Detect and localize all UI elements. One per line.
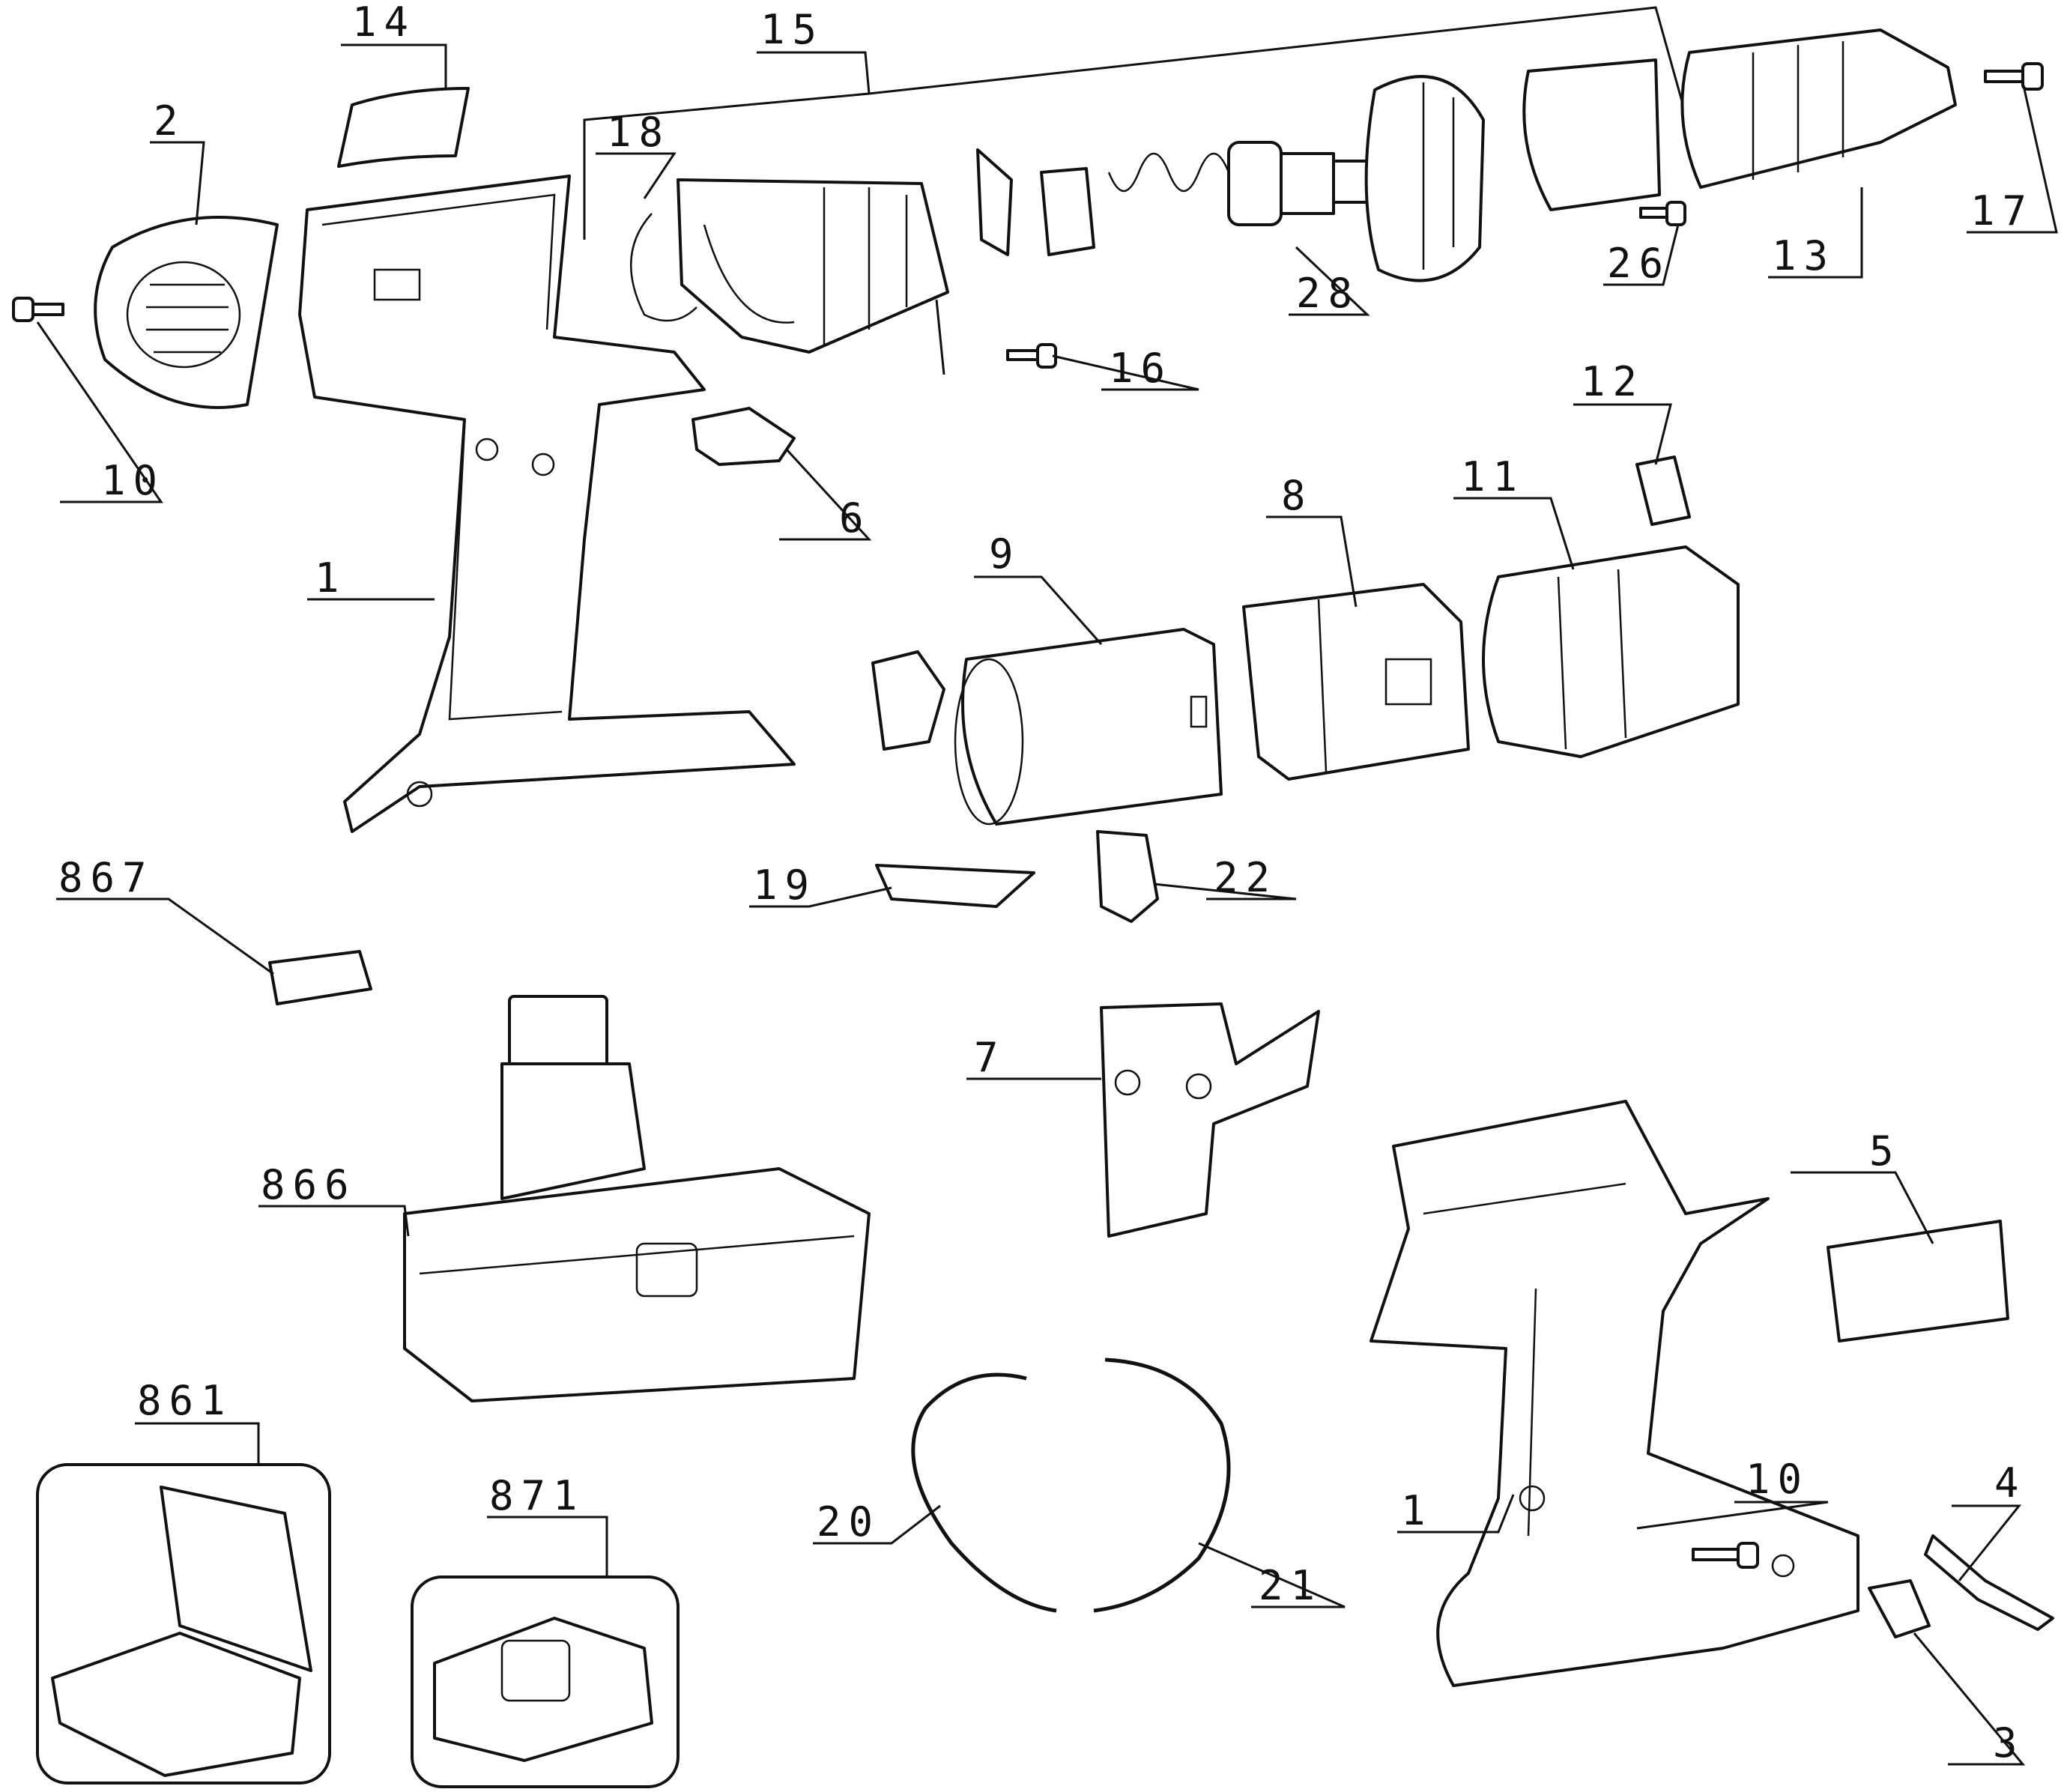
callout-13: 13 xyxy=(1772,232,1836,279)
callout-861: 861 xyxy=(137,1377,233,1424)
callout-8: 8 xyxy=(1281,472,1313,519)
callout-9: 9 xyxy=(989,530,1021,578)
callout-17: 17 xyxy=(1970,187,2034,234)
part-screwdriver-bit xyxy=(1924,1534,2054,1631)
part-ring-plate xyxy=(976,148,1013,256)
part-terminal-block xyxy=(1096,830,1159,923)
callout-10-top: 10 xyxy=(101,457,165,504)
callout-4: 4 xyxy=(1994,1459,2027,1507)
part-contact-spring xyxy=(1635,455,1691,526)
callout-22: 22 xyxy=(1214,854,1277,901)
part-spindle xyxy=(1227,141,1373,226)
callout-15: 15 xyxy=(760,6,824,53)
part-end-cap xyxy=(94,216,279,409)
callout-12: 12 xyxy=(1581,358,1644,405)
part-switch-plate xyxy=(875,864,1035,908)
callout-871: 871 xyxy=(489,1472,585,1519)
part-motor xyxy=(954,628,1223,826)
part-wire-lead-21 xyxy=(1093,1357,1231,1613)
callout-866: 866 xyxy=(261,1161,357,1208)
callout-20: 20 xyxy=(817,1498,880,1546)
callout-labels: 14 2 15 18 13 17 28 26 16 10 12 6 8 11 9… xyxy=(58,0,2034,1767)
part-belt-clip xyxy=(1868,1579,1931,1638)
callout-28: 28 xyxy=(1296,270,1360,317)
part-battery-pad xyxy=(268,950,372,1005)
callout-11: 11 xyxy=(1461,453,1525,500)
part-keyless-chuck xyxy=(1680,28,1957,189)
callout-14: 14 xyxy=(352,0,416,46)
part-motor-housing xyxy=(1242,583,1470,781)
part-chuck-screw xyxy=(1984,62,2044,91)
part-kit-box xyxy=(36,1463,331,1785)
callout-21: 21 xyxy=(1259,1562,1322,1609)
callout-1-right: 1 xyxy=(1401,1487,1433,1534)
part-housing-left xyxy=(298,175,796,833)
callout-6: 6 xyxy=(839,494,871,542)
part-clutch-spring xyxy=(1107,152,1230,193)
callout-19: 19 xyxy=(753,862,817,909)
callout-7: 7 xyxy=(974,1034,1006,1081)
part-battery-pack xyxy=(403,995,871,1402)
part-wire-lead-20 xyxy=(911,1372,1057,1613)
part-side-label xyxy=(1827,1220,2009,1343)
callout-26: 26 xyxy=(1607,240,1671,287)
part-planet-carrier xyxy=(1040,167,1095,256)
part-screw-16 xyxy=(1006,343,1057,369)
part-screw-26 xyxy=(1639,201,1686,226)
part-screw-top-left xyxy=(12,297,64,322)
callout-3: 3 xyxy=(1993,1719,2025,1767)
part-clutch-collar xyxy=(1364,75,1485,282)
part-inner-cup xyxy=(1522,58,1661,211)
part-charger xyxy=(411,1575,680,1788)
callout-867: 867 xyxy=(58,854,154,901)
part-label-sticker xyxy=(337,87,470,168)
part-brush-holder xyxy=(871,650,945,751)
callout-1-left: 1 xyxy=(315,554,347,602)
part-screw-right xyxy=(1692,1542,1759,1569)
part-switch-button xyxy=(691,407,796,466)
callout-16: 16 xyxy=(1109,345,1172,392)
part-housing-right xyxy=(1370,1100,1859,1687)
callout-2: 2 xyxy=(154,97,186,145)
callout-5: 5 xyxy=(1869,1127,1901,1175)
leader-lines xyxy=(36,6,2058,1766)
part-trigger-switch xyxy=(1100,1002,1320,1238)
callout-18: 18 xyxy=(607,109,671,156)
callout-10-right: 10 xyxy=(1746,1456,1809,1503)
part-gearbox-housing xyxy=(677,178,949,354)
part-transmission-ring xyxy=(1482,545,1740,758)
part-spring-clip xyxy=(629,213,697,322)
